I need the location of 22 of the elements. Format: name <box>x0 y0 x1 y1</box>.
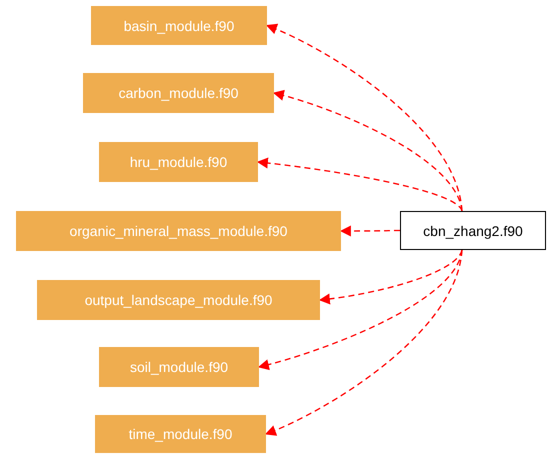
file-name: time_module.f90 <box>128 426 232 442</box>
file-name: organic_mineral_mass_module.f90 <box>70 223 288 239</box>
file-name: carbon_module.f90 <box>118 85 238 101</box>
dashed-arrow <box>256 158 463 212</box>
file-name: output_landscape_module.f90 <box>84 292 272 308</box>
file-name: soil_module.f90 <box>130 359 228 375</box>
module-box <box>83 73 274 113</box>
file-name: basin_module.f90 <box>124 18 234 34</box>
module-box <box>99 347 259 387</box>
dashed-arrow <box>264 250 463 436</box>
module-box <box>99 142 258 182</box>
module-box <box>16 211 341 251</box>
dashed-arrow <box>318 250 463 304</box>
dashed-arrow <box>272 90 463 212</box>
module-box <box>95 415 266 453</box>
dashed-arrow <box>258 250 463 370</box>
file-name: hru_module.f90 <box>130 154 228 170</box>
module-box <box>91 6 267 45</box>
file-box <box>400 211 546 250</box>
module-box <box>37 280 320 320</box>
dashed-arrow <box>340 225 400 236</box>
file-name: cbn_zhang2.f90 <box>423 222 523 238</box>
